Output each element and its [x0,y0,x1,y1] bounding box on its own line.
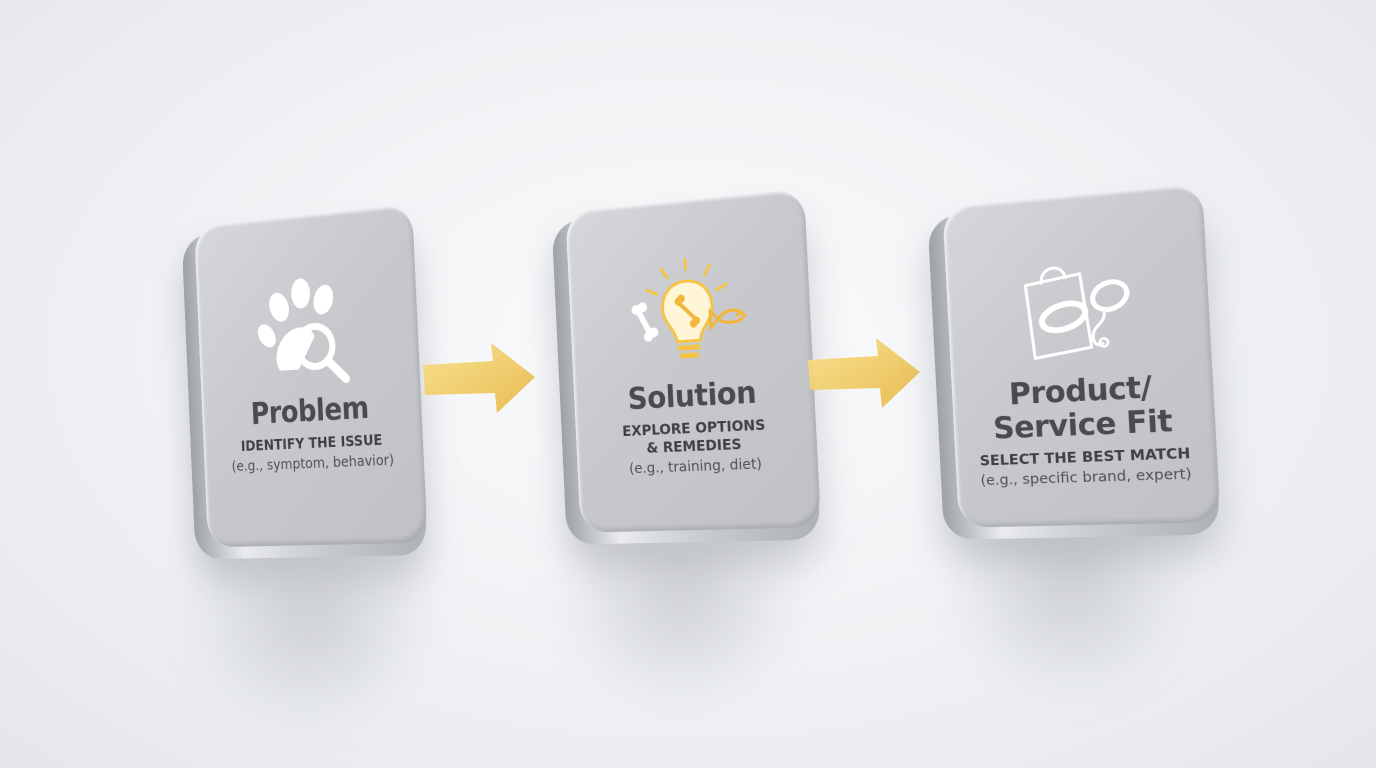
step-card-solution: Solution EXPLORE OPTIONS & REMEDIES (e.g… [551,188,822,545]
step-title-line2: Service Fit [992,403,1174,447]
step-card-product-service-fit: Product/ Service Fit SELECT THE BEST MAT… [927,183,1221,540]
card-face: Solution EXPLORE OPTIONS & REMEDIES (e.g… [565,188,822,533]
card-face: Product/ Service Fit SELECT THE BEST MAT… [942,183,1221,528]
arrow-right-icon [415,335,545,430]
card-reflection [555,540,805,710]
step-subtitle-line2: & REMEDIES [646,436,742,457]
step-example: (e.g., training, diet) [628,456,763,478]
step-title: Problem [250,390,370,432]
arrow-right-icon [800,330,930,425]
paw-magnifier-icon [252,269,360,394]
card-face: Problem IDENTIFY THE ISSUE (e.g., sympto… [194,203,428,548]
step-title: Solution [627,375,757,418]
card-reflection [945,530,1195,700]
card-reflection [185,560,435,730]
lightbulb-bone-fish-icon [620,253,757,380]
step-card-problem: Problem IDENTIFY THE ISSUE (e.g., sympto… [181,203,428,560]
shopping-bag-collar-icon [1001,248,1150,375]
